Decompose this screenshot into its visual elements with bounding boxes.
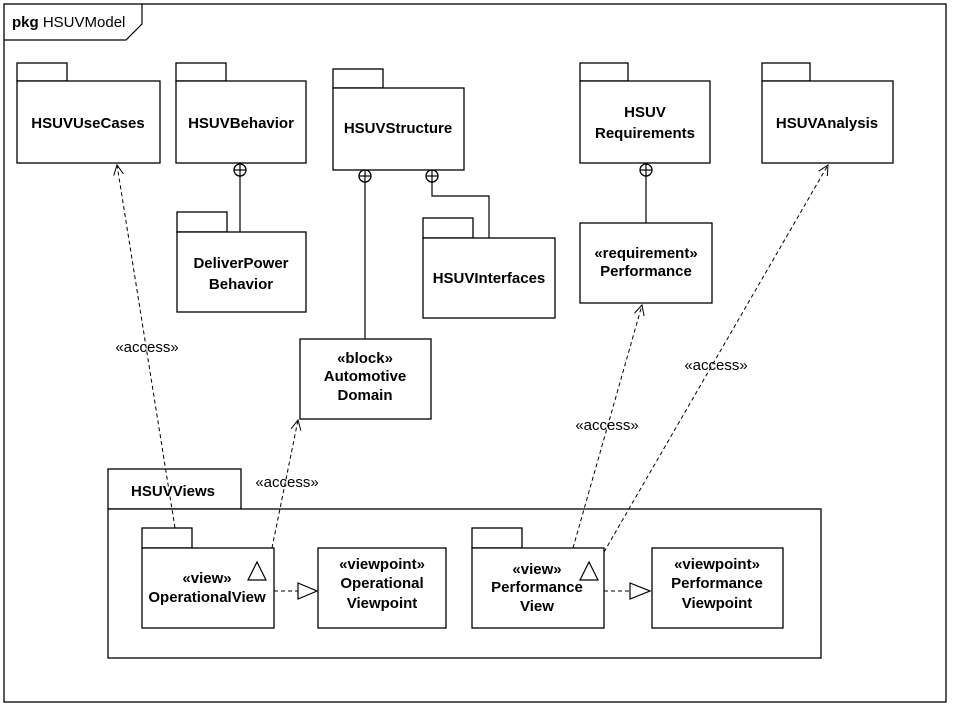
package-name-line-2: Requirements (595, 125, 695, 142)
element-name-line-2: Domain (337, 387, 392, 404)
package-name-line-1: DeliverPower (193, 255, 288, 272)
viewpoint-operational[interactable]: «viewpoint» Operational Viewpoint (317, 547, 447, 629)
view-performance[interactable]: «view» Performance View (471, 527, 605, 629)
access-label: «access» (575, 417, 638, 434)
element-name-line-2: View (520, 598, 554, 615)
hollow-arrowhead-icon (629, 582, 652, 600)
conform-performance (604, 582, 652, 600)
element-stereotype: «view» (182, 570, 231, 587)
element-name: OperationalView (148, 589, 266, 606)
access-label: «access» (255, 474, 318, 491)
access-dependency-use-cases: «access» (115, 165, 179, 529)
view-operational[interactable]: «view» OperationalView (141, 527, 275, 629)
containment-structure-automotive-domain (358, 169, 372, 339)
element-name-line-1: Performance (491, 579, 583, 596)
package-hsuv-structure[interactable]: HSUVStructure (332, 68, 465, 171)
element-stereotype: «viewpoint» (674, 556, 760, 573)
element-stereotype: «block» (337, 350, 393, 367)
access-dependency-performance: «access» (572, 305, 642, 549)
package-name: HSUVStructure (344, 120, 452, 137)
element-name-line-1: Automotive (324, 368, 407, 385)
package-name: HSUVBehavior (188, 115, 294, 132)
hollow-arrowhead-icon (297, 582, 319, 600)
package-name-line-2: Behavior (209, 276, 273, 293)
view-triangle-icon (247, 560, 267, 581)
containment-behavior-deliver-power (233, 163, 247, 232)
package-hsuv-analysis[interactable]: HSUVAnalysis (761, 62, 894, 164)
frame-keyword: pkg (12, 14, 39, 31)
element-name-line-1: Performance (671, 575, 763, 592)
conform-operational (274, 582, 319, 600)
access-dependency-analysis: «access» (603, 165, 828, 553)
block-automotive-domain[interactable]: «block» Automotive Domain (299, 338, 432, 420)
viewpoint-performance[interactable]: «viewpoint» Performance Viewpoint (651, 547, 784, 629)
element-name: Performance (600, 263, 692, 280)
containment-requirements-performance (639, 163, 653, 223)
element-stereotype: «viewpoint» (339, 556, 425, 573)
package-name: HSUVViews (131, 483, 215, 500)
package-hsuv-requirements[interactable]: HSUV Requirements (579, 62, 711, 164)
element-name-line-1: Operational (340, 575, 423, 592)
package-name: HSUVInterfaces (433, 270, 546, 287)
access-label: «access» (115, 339, 178, 356)
element-stereotype: «requirement» (594, 245, 697, 262)
package-hsuv-use-cases[interactable]: HSUVUseCases (16, 62, 161, 164)
containment-structure-interfaces (425, 169, 490, 238)
view-triangle-icon (579, 560, 599, 581)
access-dependency-automotive-domain: «access» (255, 420, 319, 549)
requirement-performance[interactable]: «requirement» Performance (579, 222, 713, 304)
package-name: HSUVUseCases (31, 115, 144, 132)
frame-name: HSUVModel (43, 14, 126, 31)
package-name: HSUVAnalysis (776, 115, 878, 132)
element-name-line-2: Viewpoint (682, 595, 753, 612)
element-name-line-2: Viewpoint (347, 595, 418, 612)
package-hsuv-interfaces[interactable]: HSUVInterfaces (422, 217, 556, 319)
element-stereotype: «view» (512, 561, 561, 578)
access-label: «access» (684, 357, 747, 374)
package-hsuv-behavior[interactable]: HSUVBehavior (175, 62, 307, 164)
package-name-line-1: HSUV (624, 104, 666, 121)
package-deliver-power-behavior[interactable]: DeliverPower Behavior (176, 211, 307, 313)
svg-text:pkg HSUVModel: pkg HSUVModel (12, 14, 125, 31)
